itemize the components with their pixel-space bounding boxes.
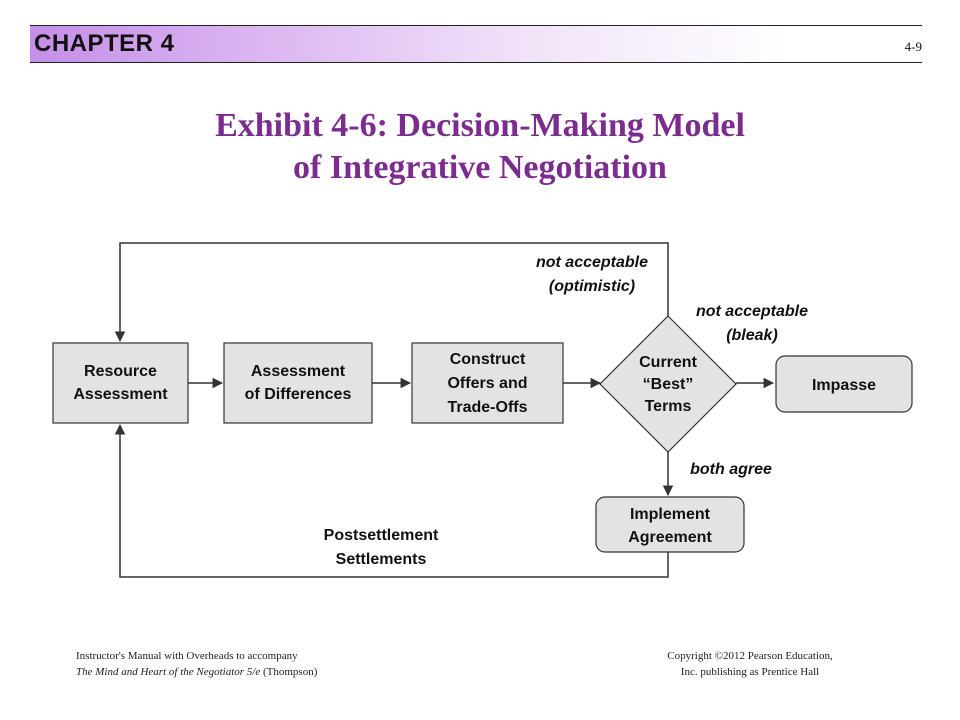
current-label-3: Terms xyxy=(645,398,692,415)
resource-label-1: Resource xyxy=(84,363,157,380)
assessment-label-2: of Differences xyxy=(245,386,352,403)
footer-left-line1: Instructor's Manual with Overheads to ac… xyxy=(76,650,298,662)
footer-left-line2: The Mind and Heart of the Negotiator 5/e… xyxy=(76,664,317,680)
footer-right-line2: Inc. publishing as Prentice Hall xyxy=(680,666,820,678)
current-best-terms-diamond: Current “Best” Terms xyxy=(599,315,737,453)
exhibit-title-line2: of Integrative Negotiation xyxy=(293,149,667,186)
not-acceptable-bleak-label-1: not acceptable xyxy=(696,303,808,320)
construct-label-2: Offers and xyxy=(447,375,527,392)
current-label-1: Current xyxy=(639,354,697,371)
footer-right-line1: Copyright ©2012 Pearson Education, xyxy=(667,650,833,662)
not-acceptable-bleak-label-2: (bleak) xyxy=(726,327,778,344)
footer-book-title: The Mind and Heart of the Negotiator 5/e xyxy=(76,666,261,678)
resource-assessment-box: Resource Assessment xyxy=(52,342,189,424)
construct-offers-box: Construct Offers and Trade-Offs xyxy=(411,342,564,424)
postsettlement-label-2: Settlements xyxy=(336,551,427,568)
chapter-title: CHAPTER 4 xyxy=(34,30,175,57)
implement-label-1: Implement xyxy=(630,506,711,523)
loop-postsettlement xyxy=(114,423,669,578)
footer-right: Copyright ©2012 Pearson Education, Inc. … xyxy=(600,648,900,680)
implement-label-2: Agreement xyxy=(628,529,712,546)
assessment-label-1: Assessment xyxy=(251,363,346,380)
impasse-label: Impasse xyxy=(812,377,876,394)
construct-label-1: Construct xyxy=(450,351,526,368)
not-acceptable-optimistic-label-1: not acceptable xyxy=(536,254,648,271)
impasse-box: Impasse xyxy=(775,355,913,413)
footer-left: Instructor's Manual with Overheads to ac… xyxy=(76,648,317,680)
postsettlement-label-1: Postsettlement xyxy=(324,527,439,544)
exhibit-title-line1: Exhibit 4-6: Decision-Making Model xyxy=(215,107,745,144)
loop-optimistic xyxy=(114,242,669,343)
implement-agreement-box: Implement Agreement xyxy=(595,496,745,553)
resource-label-2: Assessment xyxy=(73,386,168,403)
construct-label-3: Trade-Offs xyxy=(447,399,527,416)
assessment-of-differences-box: Assessment of Differences xyxy=(223,342,373,424)
connectors xyxy=(114,242,775,578)
not-acceptable-optimistic-label-2: (optimistic) xyxy=(549,278,635,295)
chapter-header-bar: CHAPTER 4 4-9 xyxy=(30,25,922,63)
slide-number: 4-9 xyxy=(904,39,922,54)
both-agree-label: both agree xyxy=(690,461,772,478)
footer-author: (Thompson) xyxy=(260,666,318,678)
current-label-2: “Best” xyxy=(643,376,694,393)
